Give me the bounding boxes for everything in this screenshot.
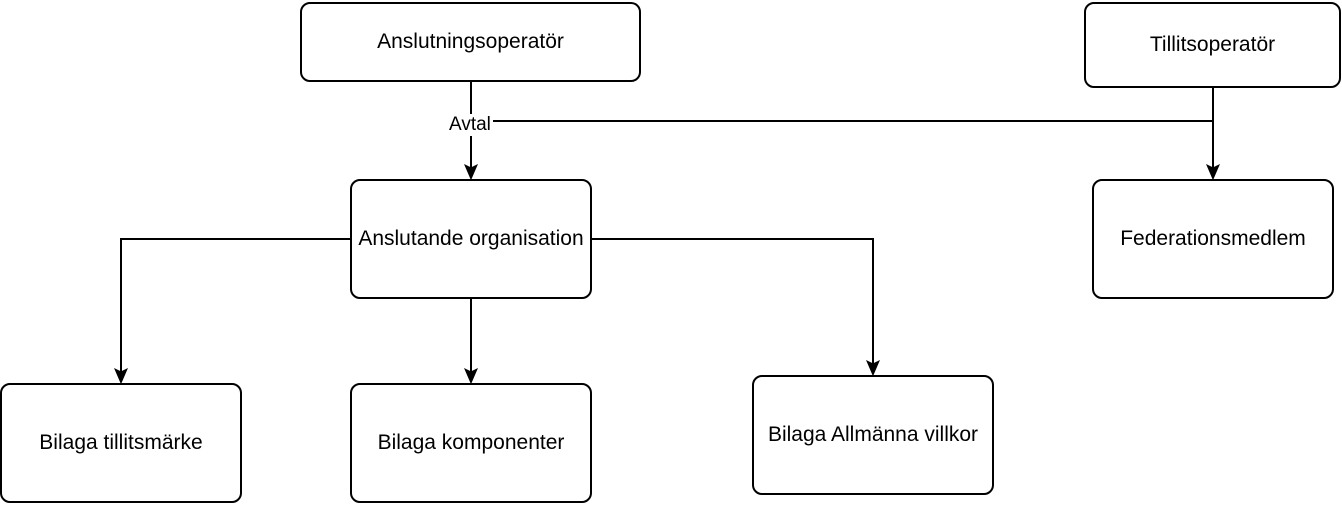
edge-organisation-to-villkor bbox=[591, 238, 874, 364]
node-anslutningsoperator-label: Anslutningsoperatör bbox=[377, 30, 564, 53]
avtal-label: Avtal bbox=[447, 114, 493, 136]
node-anslutningsoperator[interactable]: Anslutningsoperatör bbox=[300, 2, 641, 82]
node-federationsmedlem-label: Federationsmedlem bbox=[1120, 227, 1306, 250]
node-bilaga-komponenter[interactable]: Bilaga komponenter bbox=[350, 383, 592, 503]
node-bilaga-allmanna-villkor-label: Bilaga Allmänna villkor bbox=[767, 423, 979, 446]
edge-organisation-to-tillitsmarke bbox=[120, 238, 351, 372]
node-bilaga-tillitsmarke[interactable]: Bilaga tillitsmärke bbox=[0, 383, 242, 503]
arrowhead-komponenter bbox=[464, 367, 478, 385]
arrowhead-tillitsmarke bbox=[114, 367, 128, 385]
arrowhead-organisation bbox=[464, 163, 478, 181]
node-tillitsoperator[interactable]: Tillitsoperatör bbox=[1084, 2, 1341, 88]
node-tillitsoperator-label: Tillitsoperatör bbox=[1149, 33, 1276, 56]
arrowhead-federationsmedlem bbox=[1206, 163, 1220, 181]
node-bilaga-komponenter-label: Bilaga komponenter bbox=[377, 431, 565, 454]
node-anslutande-organisation-label: Anslutande organisation bbox=[358, 227, 584, 250]
arrowhead-villkor bbox=[866, 359, 880, 377]
node-anslutande-organisation[interactable]: Anslutande organisation bbox=[350, 179, 592, 299]
node-bilaga-tillitsmarke-label: Bilaga tillitsmärke bbox=[39, 431, 203, 454]
node-bilaga-allmanna-villkor[interactable]: Bilaga Allmänna villkor bbox=[752, 375, 994, 495]
node-federationsmedlem[interactable]: Federationsmedlem bbox=[1092, 179, 1334, 299]
